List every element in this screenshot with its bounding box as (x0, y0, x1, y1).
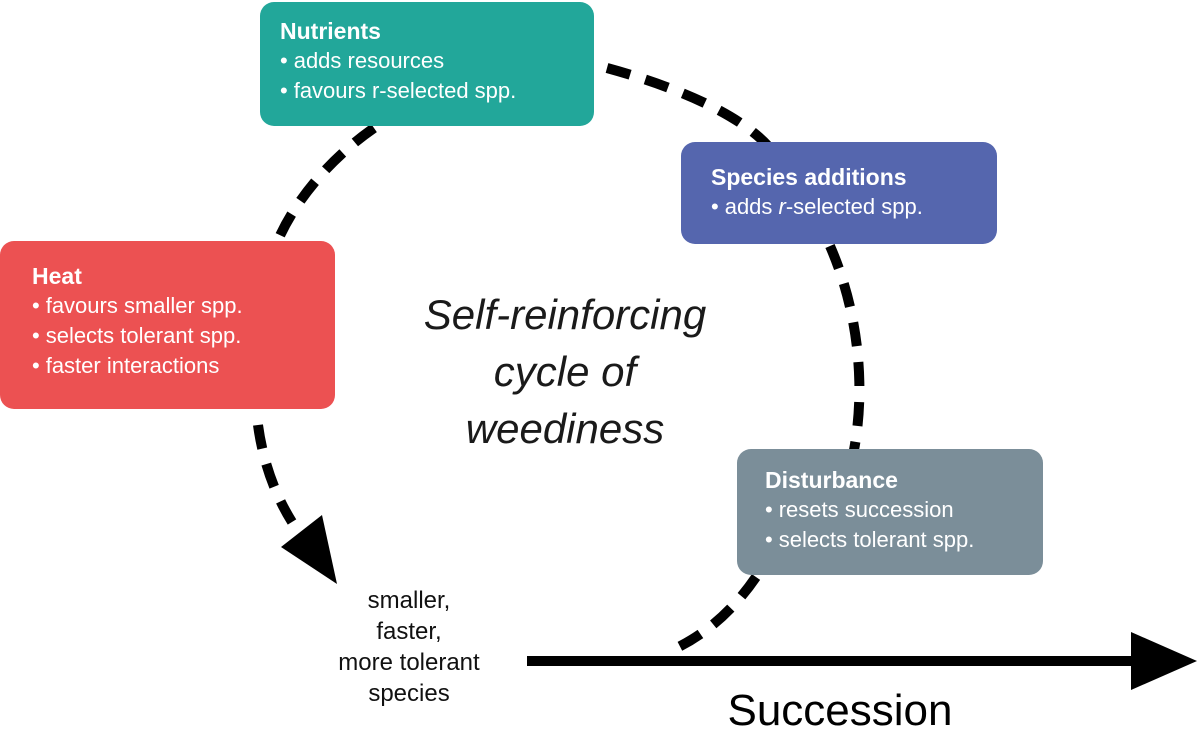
species-line-italic: r (778, 194, 786, 219)
nutrients-line: •favours r-selected spp. (280, 76, 594, 106)
bullet: • (32, 293, 40, 318)
disturbance-title: Disturbance (765, 467, 898, 493)
nutrients-title: Nutrients (280, 18, 381, 44)
nutrients-box: Nutrients •adds resources •favours r-sel… (260, 2, 594, 126)
bullet: • (280, 48, 288, 73)
heat-line: •selects tolerant spp. (32, 321, 335, 351)
succession-arrowhead (1131, 632, 1197, 690)
disturbance-line: •selects tolerant spp. (765, 525, 1043, 555)
nutrients-line: •adds resources (280, 46, 594, 76)
bullet: • (765, 497, 773, 522)
nutrients-line-text: adds resources (293, 48, 445, 73)
species-line-suffix: -selected spp. (785, 194, 923, 219)
bullet: • (711, 194, 719, 219)
bullet: • (765, 527, 773, 552)
heat-box: Heat •favours smaller spp. •selects tole… (0, 241, 335, 409)
heat-line-text: selects tolerant spp. (45, 323, 242, 348)
nutrients-line-text: favours r-selected spp. (293, 78, 517, 103)
cycle-label-line: cycle of (493, 348, 637, 395)
heat-line-text: faster interactions (45, 353, 220, 378)
cycle-label-line: Self-reinforcing (423, 291, 707, 338)
cycle-label-line: weediness (465, 405, 665, 452)
bullet: • (32, 323, 40, 348)
cycle-arc-nutrients-to-heat (273, 123, 377, 243)
heat-title: Heat (32, 263, 82, 289)
cycle-arrowhead (281, 515, 337, 584)
outcome-line: faster, (376, 618, 442, 645)
outcome-line: species (368, 680, 450, 707)
outcome-label: smaller, faster, more tolerant species (300, 585, 518, 709)
bullet: • (32, 353, 40, 378)
cycle-arc-nutrients-to-species (605, 63, 772, 150)
disturbance-line-text: selects tolerant spp. (778, 527, 975, 552)
heat-line-text: favours smaller spp. (45, 293, 243, 318)
heat-line: •favours smaller spp. (32, 291, 335, 321)
cycle-arc-species-to-disturbance (825, 243, 865, 451)
bullet: • (280, 78, 288, 103)
outcome-line: more tolerant (338, 649, 480, 676)
disturbance-box: Disturbance •resets succession •selects … (737, 449, 1043, 575)
cycle-label: Self-reinforcing cycle of weediness (380, 286, 750, 457)
outcome-line: smaller, (367, 587, 451, 614)
disturbance-line-text: resets succession (778, 497, 954, 522)
species-additions-title: Species additions (711, 164, 907, 190)
succession-label: Succession (727, 686, 953, 735)
heat-line: •faster interactions (32, 351, 335, 381)
species-line-prefix: adds (724, 194, 779, 219)
cycle-arc-heat-to-outcome (253, 424, 297, 525)
cycle-arc-disturbance-to-succession (665, 574, 761, 657)
species-additions-line: •adds r-selected spp. (711, 192, 997, 222)
disturbance-line: •resets succession (765, 495, 1043, 525)
species-additions-box: Species additions •adds r-selected spp. (681, 142, 997, 244)
